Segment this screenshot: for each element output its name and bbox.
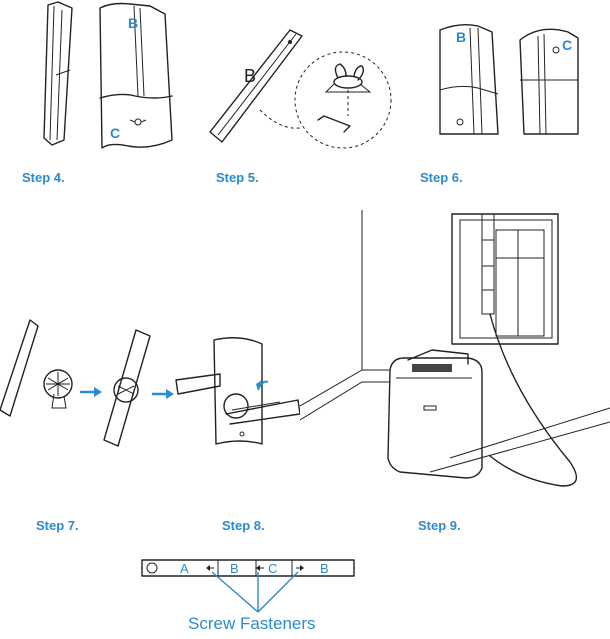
step9-illustration	[300, 210, 610, 487]
step4-illustration: B C	[43, 1, 173, 149]
part-b-label: B	[128, 15, 138, 31]
strip-segment-a: A	[180, 561, 189, 576]
step4-label: Step 4.	[22, 170, 65, 185]
screw-fasteners-caption: Screw Fasteners	[188, 614, 316, 633]
step5-illustration: B	[209, 29, 392, 149]
strip-segment-b1: B	[230, 561, 239, 576]
step8-label: Step 8.	[222, 518, 265, 533]
strip-segment-b2: B	[320, 561, 329, 576]
step6-label: Step 6.	[420, 170, 463, 185]
part-c-label-2: C	[562, 37, 572, 53]
channel-strip-diagram: A B C B	[141, 559, 355, 613]
step7-label: Step 7.	[36, 518, 79, 533]
part-b-label-2: B	[456, 29, 466, 45]
step9-label: Step 9.	[418, 518, 461, 533]
step5-label: Step 5.	[216, 170, 259, 185]
strip-segment-c: C	[268, 561, 277, 576]
step7-8-illustration	[0, 319, 300, 447]
part-c-label: C	[110, 125, 120, 141]
part-b-dark-label: B	[244, 66, 256, 86]
step6-illustration: B C	[439, 23, 579, 135]
